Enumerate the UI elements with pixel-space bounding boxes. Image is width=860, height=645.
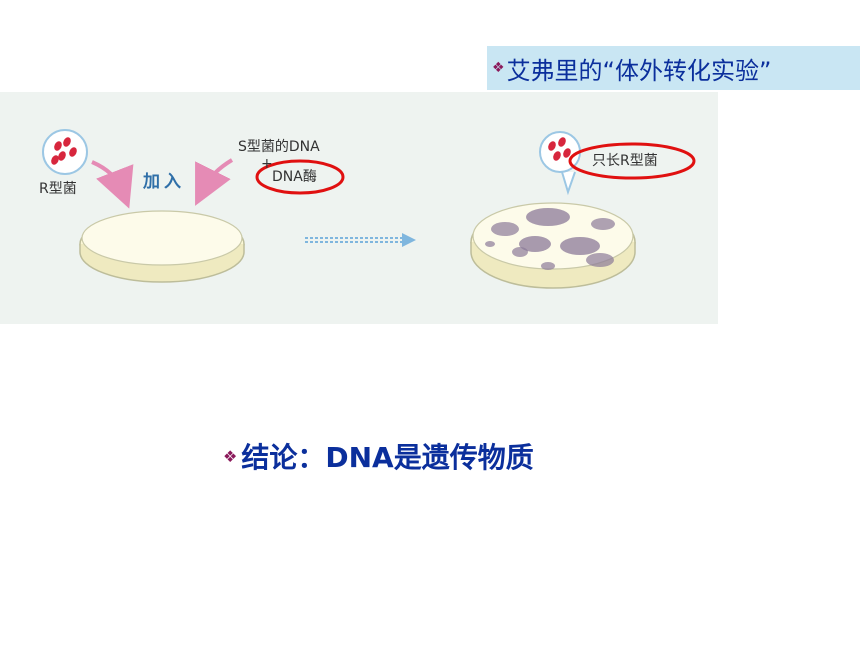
petri-dish-empty-icon	[79, 210, 245, 283]
enzyme-highlight-ellipse	[255, 159, 345, 195]
pink-arrow-left-icon	[91, 160, 134, 209]
result-label: 只长R型菌	[592, 153, 658, 169]
s-dna-label: S型菌的DNA	[238, 139, 320, 155]
diamond-bullet-icon: ❖	[492, 60, 505, 76]
experiment-illustration	[42, 129, 696, 289]
r-bacteria-bubble-icon	[42, 129, 88, 175]
add-label: 加入	[143, 172, 185, 192]
conclusion: ❖ 结论：DNA是遗传物质	[218, 436, 534, 476]
slide-title: 艾弗里的“体外转化实验”	[506, 56, 772, 85]
slide-title-box: ❖ 艾弗里的“体外转化实验”	[487, 46, 860, 90]
r-bacteria-label: R型菌	[39, 181, 77, 197]
petri-dish-colonies-icon	[470, 202, 636, 289]
pink-arrow-right-icon	[195, 158, 234, 206]
process-arrow-icon	[305, 233, 416, 247]
diamond-bullet-icon: ❖	[223, 446, 238, 466]
plus-sign: +	[261, 156, 273, 172]
dna-enzyme-label: DNA酶	[272, 169, 317, 185]
experiment-figure: R型菌 加入 S型菌的DNA + DNA酶 只长R型菌	[0, 92, 718, 324]
result-highlight-ellipse	[568, 142, 696, 180]
conclusion-text: 结论：DNA是遗传物质	[241, 441, 534, 474]
